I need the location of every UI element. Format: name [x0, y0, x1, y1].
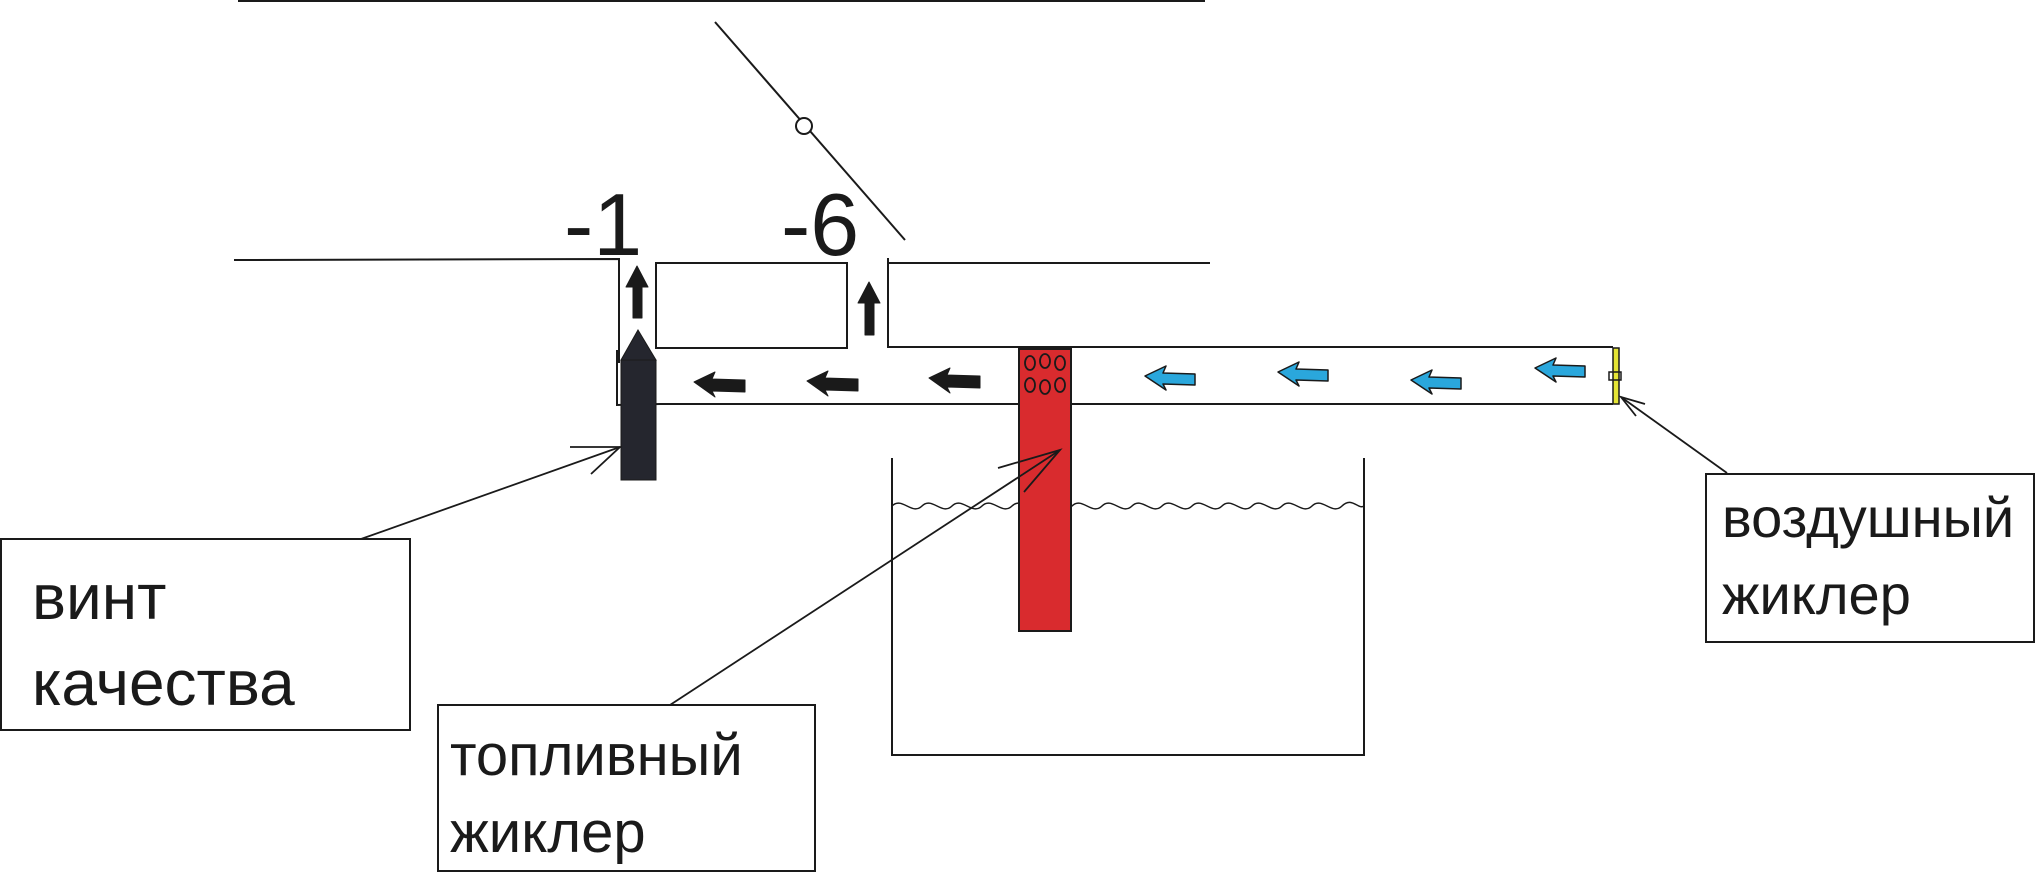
fuel-level: [891, 501, 1365, 510]
air-jet-label-line1: воздушный: [1722, 486, 2014, 549]
quality-screw-label-line1: винт: [32, 561, 166, 633]
air-jet-hole: [1608, 371, 1622, 381]
air-flow-arrows: [1144, 357, 1586, 395]
fuel-jet-label-line2: жиклер: [450, 800, 646, 865]
fuel-jet-label-line1: топливный: [450, 723, 743, 788]
float-chamber: [891, 458, 1365, 756]
quality-screw-label-line2: качества: [32, 647, 295, 719]
port-flow-arrows: [625, 265, 881, 336]
arrow-up-icon: [857, 281, 881, 336]
quality-screw: [620, 329, 657, 481]
throttle-axis: [795, 117, 813, 135]
bore-bottom-wall-right: [887, 258, 1613, 348]
fuel-jet: [1018, 348, 1072, 632]
port-6-label: -6: [781, 175, 859, 274]
arrow-left-icon: [1534, 357, 1586, 383]
arrow-left-icon: [928, 367, 981, 394]
fuel-jet-holes: [1024, 353, 1066, 395]
air-jet-callout: воздушный жиклер: [1705, 473, 2035, 643]
port-1-label: -1: [564, 175, 642, 274]
bore-bottom-wall-left: [233, 257, 620, 363]
arrow-up-icon: [625, 265, 649, 319]
leader-lines: [360, 395, 1728, 706]
arrow-left-icon: [693, 371, 746, 398]
arrow-left-icon: [1144, 365, 1196, 391]
air-jet-label-line2: жиклер: [1722, 563, 1911, 626]
air-jet: [1612, 347, 1620, 405]
fuel-jet-callout: топливный жиклер: [437, 704, 816, 872]
idle-channel: [616, 350, 1613, 407]
mixture-flow-arrows: [693, 367, 981, 398]
arrow-left-icon: [806, 370, 859, 397]
bore-bottom-wall-middle: [655, 262, 848, 349]
arrow-left-icon: [1277, 361, 1329, 387]
arrow-left-icon: [1410, 369, 1462, 395]
quality-screw-callout: винт качества: [0, 538, 411, 731]
